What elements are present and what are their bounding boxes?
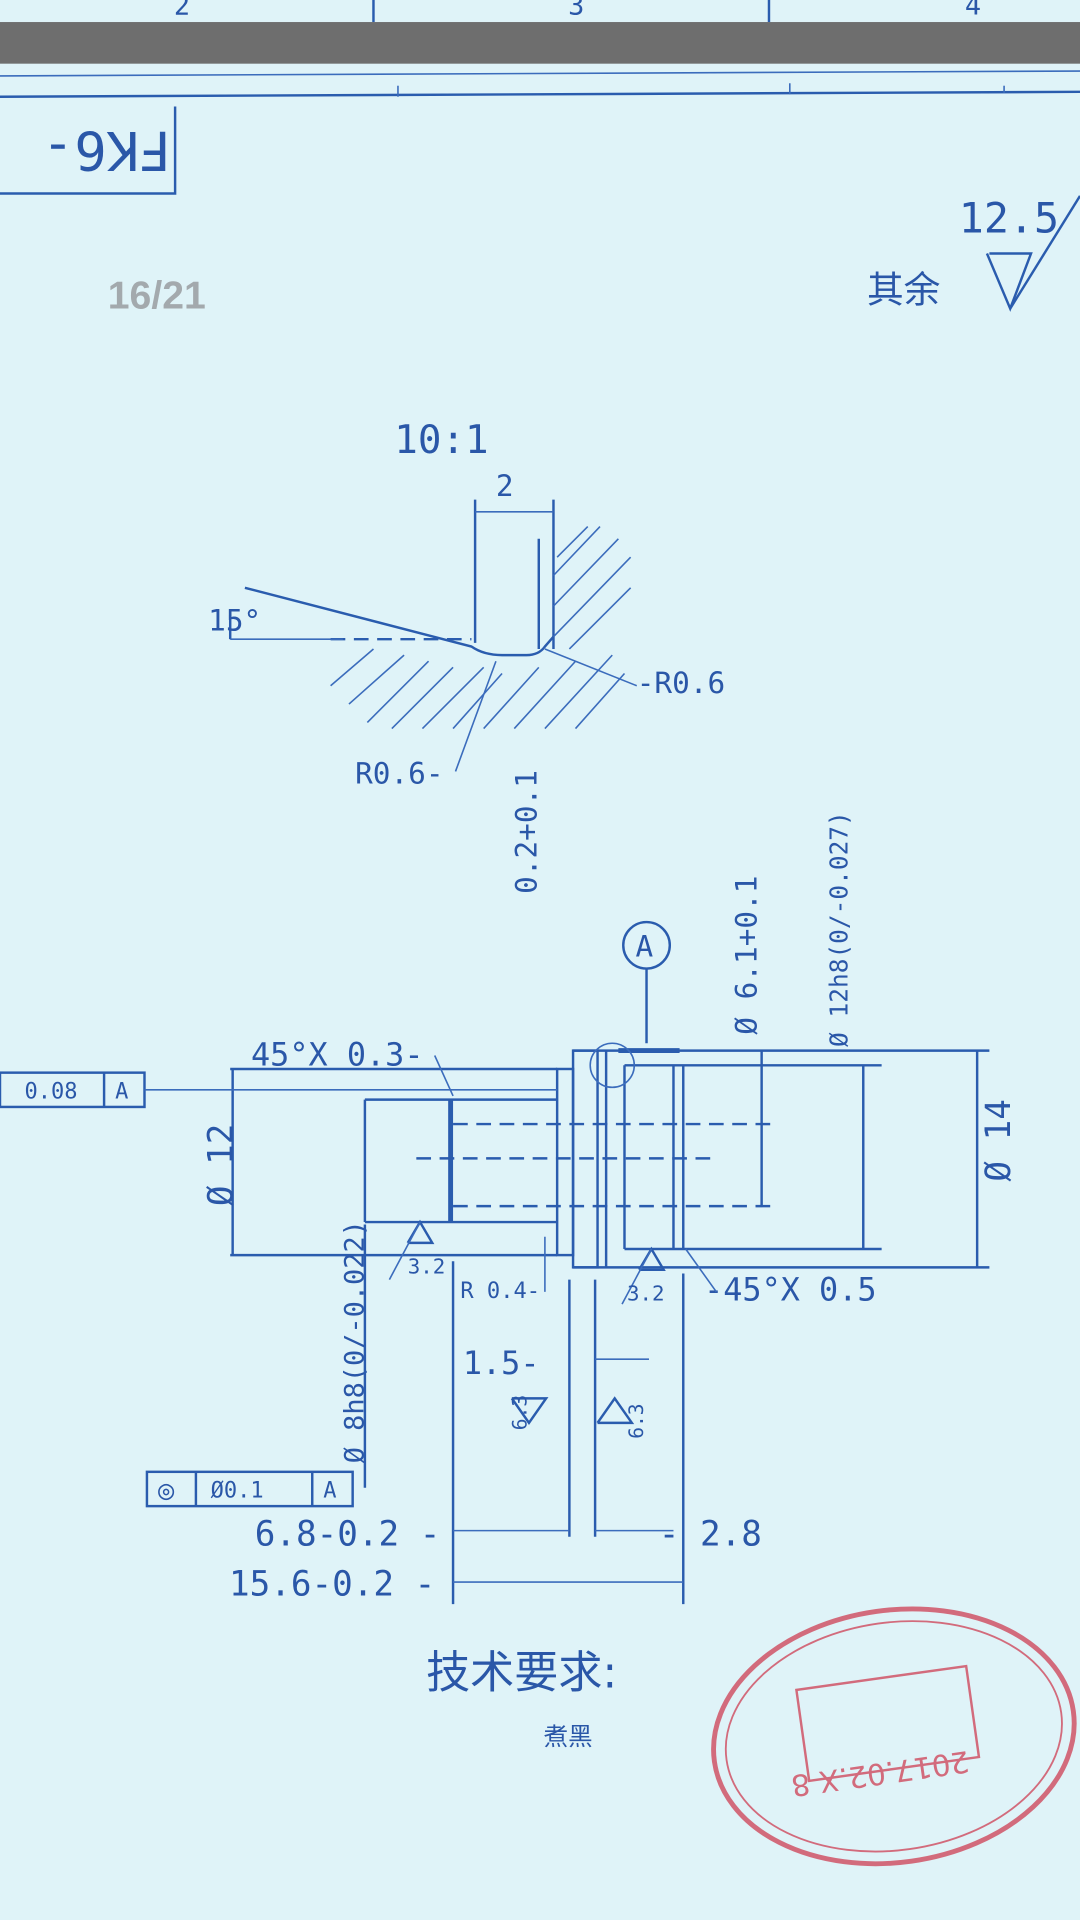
roughness-other-label: 其余 [867,268,940,311]
detail-depth-dim: 0.2+0.1 [509,770,543,894]
concentricity-value: Ø0.1 [211,1479,264,1504]
radius-r04: R 0.4- [460,1279,540,1304]
length-6-8: 6.8-0.2 - [255,1514,441,1554]
roughness-groove-right: 6.3 [625,1403,648,1438]
runout-value: 0.08 [24,1079,77,1104]
zone-strip: 2 3 4 [174,0,981,23]
concentricity-datum: A [323,1479,336,1504]
concentricity-icon: ◎ [158,1475,175,1506]
title-block-box: FK6- [0,106,177,195]
detail-width-dim: 2 [496,469,514,503]
main-view: A Ø 6.1+0.1 Ø 12h8(0/-0.027) Ø 12 Ø 14 4 [0,811,1019,1605]
general-roughness: 12.5 其余 [867,194,1080,312]
detail-angle: 15° [208,604,261,638]
stamp-date: 2017.02.X 8 [789,1744,971,1803]
drawing-number: FK6- [42,119,172,182]
hatching [330,525,632,730]
zone-number: 4 [965,0,981,22]
roughness-right: 3.2 [627,1281,665,1305]
chamfer-left: 45°X 0.3- [251,1035,423,1073]
dia-bore: Ø 6.1+0.1 [730,876,764,1035]
dia-12: Ø 12 [202,1124,242,1207]
groove-width: 1.5- [463,1344,540,1382]
requirements-item: 煮黑 [544,1722,593,1751]
detail-radius-left: R0.6- [355,757,443,791]
dia-14: Ø 14 [979,1099,1019,1182]
roughness-value: 12.5 [959,194,1059,243]
page-indicator: 16/21 [108,275,206,318]
technical-requirements: 技术要求: 煮黑 [426,1647,617,1751]
zone-number: 2 [174,0,190,22]
detail-view: 10:1 2 15° -R0.6 R0.6- 0.2+0.1 [208,418,725,894]
length-2-8: - 2.8 [659,1514,762,1554]
runout-datum: A [115,1079,128,1104]
scan-bar [0,22,1080,64]
roughness-left: 3.2 [408,1254,446,1278]
requirements-title: 技术要求: [426,1647,617,1698]
chamfer-right: -45°X 0.5 [704,1270,876,1308]
length-15-6: 15.6-0.2 - [229,1565,435,1605]
roughness-groove-left: 6.3 [509,1395,532,1430]
zone-number: 3 [568,0,584,22]
datum-label: A [636,929,654,963]
concentricity-frame: ◎ Ø0.1 A [145,1470,354,1508]
approval-stamp: 2017.02.X 8 [711,1606,1077,1867]
detail-scale: 10:1 [394,418,488,463]
runout-frame: 0.08 A [0,1071,558,1109]
detail-radius-right: -R0.6 [637,666,725,700]
dia-shaft: Ø 12h8(0/-0.027) [824,811,853,1047]
roughness-symbol-icon [985,252,1033,312]
